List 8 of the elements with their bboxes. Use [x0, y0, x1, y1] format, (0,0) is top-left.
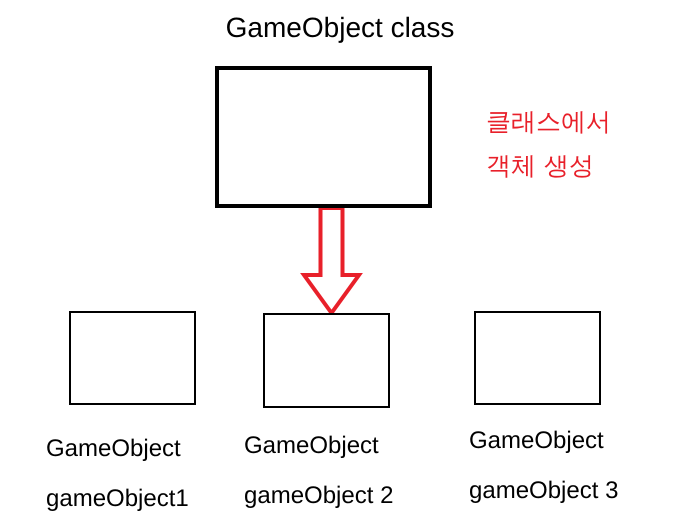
- type-label: GameObject: [46, 434, 181, 464]
- type-label: GameObject: [469, 426, 604, 456]
- type-label: GameObject: [244, 431, 379, 461]
- object-name: gameObject 3: [469, 476, 618, 506]
- note-text: 클래스에서 객체 생성: [486, 106, 612, 182]
- object-name: gameObject 2: [244, 481, 394, 511]
- object-name: gameObject1: [46, 484, 189, 514]
- class-title: GameObject class: [224, 12, 456, 44]
